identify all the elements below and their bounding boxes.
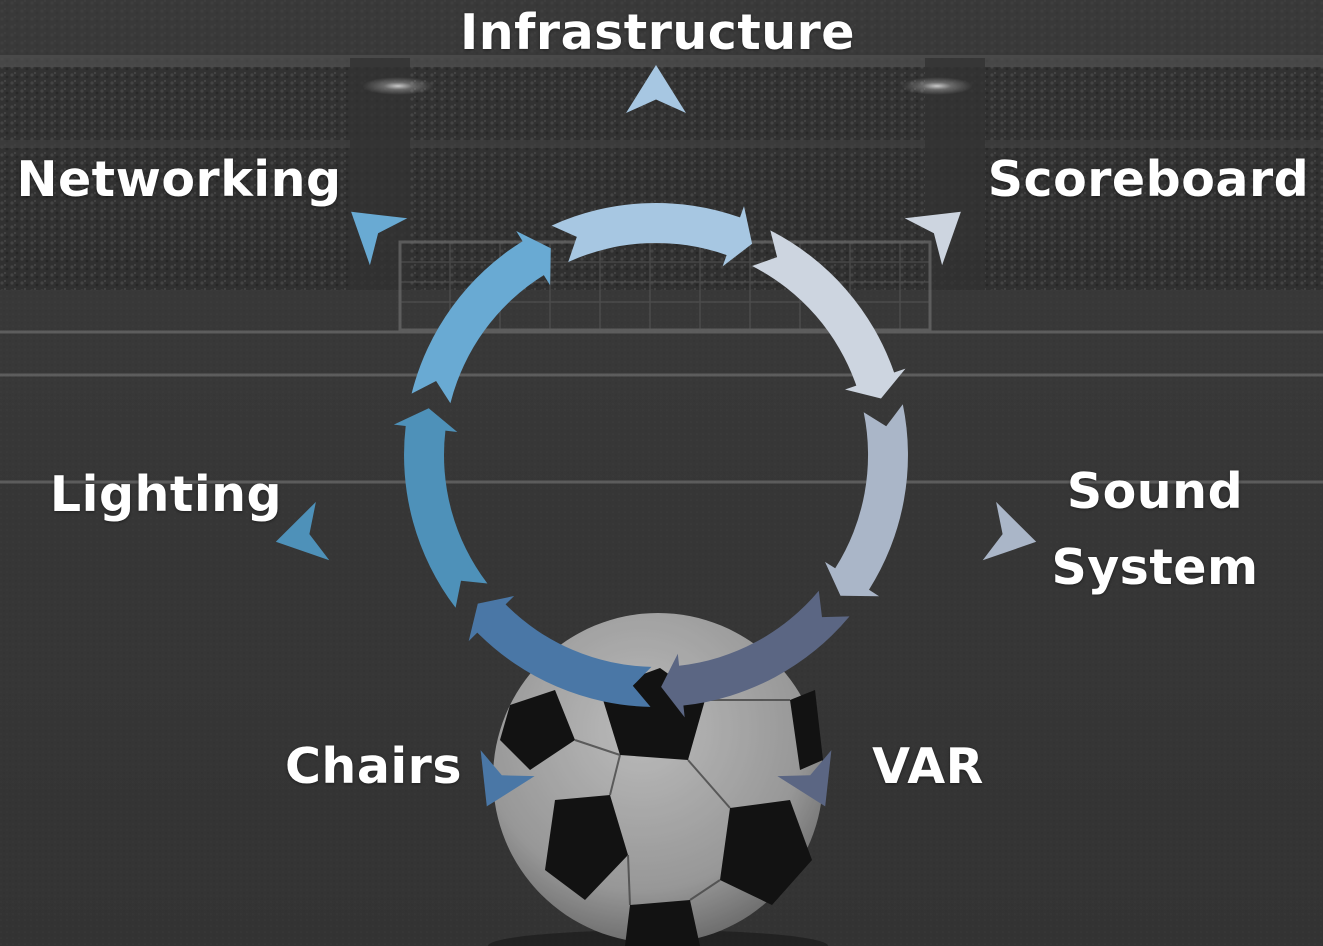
stage-label-lighting: Lighting <box>49 466 283 523</box>
cycle-segment-sound_system <box>825 404 908 597</box>
pointer-arrow-scoreboard <box>904 211 961 266</box>
pointer-arrow-var <box>777 750 832 807</box>
cycle-segment-scoreboard <box>752 230 906 399</box>
stage-label-infrastructure: Infrastructure <box>459 4 856 61</box>
cycle-segment-networking <box>411 231 551 404</box>
pointer-arrow-lighting <box>275 501 330 561</box>
stage-label-sound-system: Sound System <box>1051 463 1259 596</box>
pointer-arrow-infrastructure <box>626 65 686 113</box>
pointer-arrow-networking <box>351 211 408 266</box>
soccer-ball-image <box>488 613 828 946</box>
cycle-segment-infrastructure <box>551 202 753 267</box>
cycle-segment-lighting <box>393 408 488 608</box>
stage-label-chairs: Chairs <box>284 738 463 795</box>
stage-label-var: VAR <box>872 738 984 795</box>
cycle-segment-chairs <box>468 596 652 707</box>
pointer-arrow-sound_system <box>982 501 1037 561</box>
pointer-arrow-chairs <box>480 750 535 807</box>
cycle-segment-var <box>661 590 850 718</box>
stage-label-scoreboard: Scoreboard <box>987 151 1310 208</box>
stage-label-networking: Networking <box>16 151 342 208</box>
